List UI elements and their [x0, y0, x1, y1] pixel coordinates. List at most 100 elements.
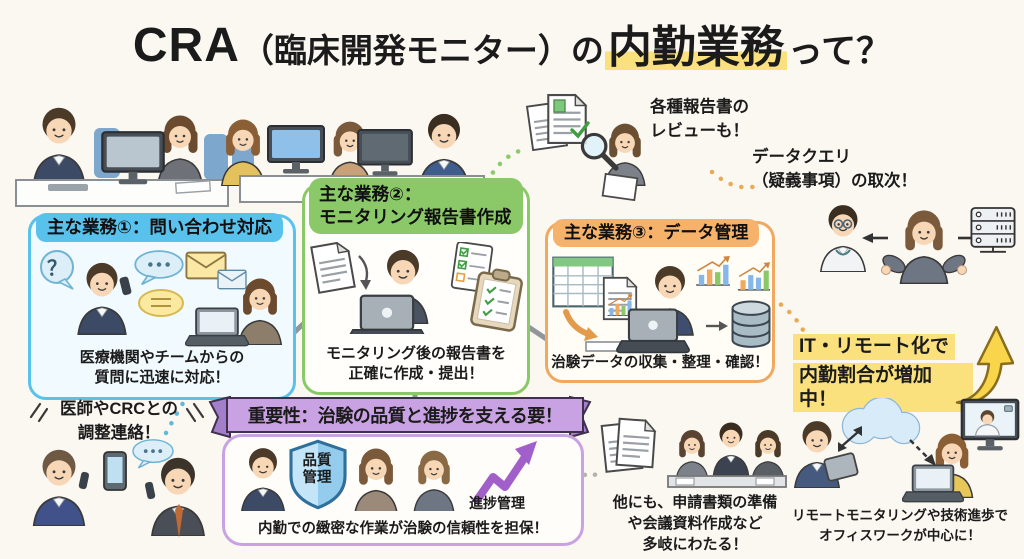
dashed-arrowhead	[924, 454, 936, 466]
task1-caption: 医療機関やチームからの 質問に迅速に対応！	[79, 348, 245, 387]
necktie	[175, 504, 183, 538]
task1-box: 主な業務①：問い合わせ対応 ？ 医療機関やチームからの 質問に迅速に対応！	[28, 213, 296, 400]
task2-illustration	[310, 242, 525, 334]
title-cra: CRA	[132, 19, 240, 72]
man-figure	[32, 106, 86, 184]
task3-caption: 治験データの収集・整理・確認！	[551, 355, 769, 371]
task1-header: 主な業務①：問い合わせ対応	[36, 213, 283, 242]
remote-monitoring-illustration	[793, 398, 1020, 503]
question-bubble-icon	[40, 250, 74, 284]
doctor-figure	[819, 204, 867, 272]
dashed-arrow	[909, 439, 931, 461]
task3-box: 主な業務③：データ管理 治験データの収集・整理・確認！	[545, 219, 775, 383]
phone-icon	[78, 471, 90, 490]
paper	[675, 477, 695, 486]
paper-stack	[585, 341, 621, 352]
checkmark-icon	[570, 121, 590, 139]
others-callout-text: 他にも、申請書類の準備 や会議資料作成など 多岐にわたる！	[612, 494, 778, 553]
data-query-callout-text: データクエリ （疑義事項）の取次！	[752, 148, 917, 190]
remote-monitoring-caption: リモートモニタリングや技術進歩で オフィスワークが中心に！	[792, 508, 1008, 543]
task1-illustration: ？	[40, 250, 283, 347]
report-review-illustration	[525, 93, 646, 202]
woman-figure	[675, 429, 709, 480]
man-figure	[32, 448, 86, 526]
hand	[881, 265, 891, 275]
phone-icon	[144, 481, 156, 500]
task3-header: 主な業務③：データ管理	[553, 219, 760, 248]
sync-arrowhead-down	[838, 442, 847, 452]
woman-figure	[899, 209, 949, 284]
shield-label: 品質 管理	[302, 453, 332, 486]
doctor-crc-callout-text: 医師やCRCとの 調整連絡！	[59, 400, 179, 442]
man-figure	[240, 447, 286, 511]
document-icon	[615, 417, 657, 469]
task2-header: 主な業務②： モニタリング報告書作成	[309, 178, 523, 234]
bar-chart-icon	[737, 262, 771, 291]
importance-caption: 内勤での緻密な作業が治験の信頼性を担保！	[258, 521, 548, 537]
keyboard-icon	[48, 184, 88, 191]
orange-arrowhead	[584, 327, 598, 341]
review-callout-text: 各種報告書の レビューも！	[650, 98, 749, 140]
monitor-icon	[267, 125, 325, 175]
tablet-icon	[823, 452, 859, 482]
growth-arrow-icon	[471, 454, 529, 506]
others-illustration	[600, 417, 787, 488]
data-query-illustration	[819, 204, 1016, 284]
envelope-icon	[217, 269, 247, 290]
glasses-icon	[833, 219, 853, 229]
page-title: CRA （臨床開発モニター）の 内勤業務 って？	[130, 8, 894, 70]
document-icon	[310, 242, 356, 294]
clipboard-icon	[469, 265, 525, 333]
up-arrow-icon	[955, 325, 1014, 405]
task2-box: 主な業務②： モニタリング報告書作成 モニタリング後の報告書を 正確に作成・提出…	[302, 178, 530, 395]
bar-chart-icon	[695, 256, 731, 286]
curved-arrowhead	[360, 280, 371, 290]
woman-figure	[751, 429, 785, 480]
cloud-icon	[841, 398, 921, 445]
task3-illustration	[552, 256, 771, 354]
database-icon	[731, 300, 771, 348]
server-icon	[970, 207, 1016, 253]
doctor-crc-illustration	[32, 439, 205, 538]
paper	[601, 172, 639, 202]
dotted-trails	[163, 146, 806, 478]
small-arrowhead	[719, 321, 728, 331]
speech-bubble-icon	[134, 250, 184, 286]
curved-arrow	[358, 255, 369, 285]
paper	[755, 477, 775, 486]
growth-arrowhead	[515, 441, 537, 465]
importance-illustration	[240, 439, 537, 511]
title-paren: （臨床開発モニター）の	[240, 32, 604, 69]
title-suffix: って？	[787, 32, 892, 71]
question-bubble-tail	[57, 277, 74, 290]
sync-arrow	[841, 431, 859, 447]
man-figure	[712, 421, 750, 476]
importance-banner: 重要性：治験の品質と進捗を支える要！	[226, 397, 584, 433]
stethoscope-icon	[835, 249, 851, 256]
meeting-table-icon	[667, 475, 787, 488]
stamp-icon	[553, 99, 566, 113]
monitor-icon	[357, 128, 413, 177]
growth-arrow-label: 進捗管理	[469, 495, 525, 511]
paper	[174, 180, 212, 194]
importance-box: 品質 管理 進捗管理 内勤での緻密な作業が治験の信頼性を担保！	[222, 434, 584, 546]
smartphone-screen	[107, 457, 123, 483]
emphasis-slashes	[29, 402, 205, 423]
hand	[957, 265, 967, 275]
chat-bubble-icon	[138, 289, 184, 317]
laptop-icon	[185, 307, 249, 347]
woman-figure	[353, 447, 399, 511]
man-figure	[77, 262, 127, 335]
title-highlighted-term: 内勤業務	[604, 26, 787, 70]
office-chair	[204, 134, 228, 180]
left-arrowhead	[862, 233, 873, 243]
task2-caption: モニタリング後の報告書を 正確に作成・提出！	[325, 344, 506, 383]
it-remote-line1: IT・リモート化で	[793, 334, 955, 360]
sync-arrowhead-up	[853, 426, 862, 436]
question-mark: ？	[47, 258, 67, 280]
orange-arrow	[563, 309, 591, 337]
chat-bubble-lines	[151, 298, 171, 307]
video-call-monitor-icon	[960, 398, 1020, 452]
woman-figure	[413, 449, 455, 511]
